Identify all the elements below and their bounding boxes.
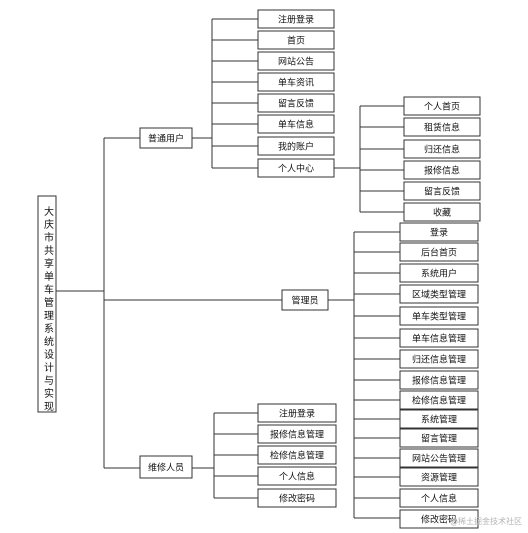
watermark: @稀土掘金技术社区 (450, 516, 522, 526)
admin-item: 系统用户 (354, 263, 479, 283)
regular-user-item-personal-center: 个人中心 (212, 158, 335, 178)
regular-user-item: 单车信息 (212, 114, 335, 134)
maintenance-item: 个人信息 (214, 466, 337, 486)
group-maintenance-staff: 维修人员 注册登录 报修信息管理 检修信息管理 个人信息 修改密码 (139, 403, 337, 508)
admin-item-label: 区域类型管理 (412, 289, 466, 301)
regular-user-item: 我的账户 (212, 136, 335, 156)
admin-item: 系统管理 (354, 409, 479, 429)
admin-item: 归还信息管理 (354, 349, 479, 369)
regular-user-item-label: 单车资讯 (278, 77, 314, 89)
regular-user-item-label: 网站公告 (278, 56, 314, 68)
personal-center-item: 归还信息 (360, 139, 481, 159)
personal-center-item: 留言反馈 (360, 181, 481, 201)
admin-item: 留言管理 (354, 428, 479, 448)
regular-user-item: 注册登录 (212, 9, 335, 29)
regular-user-item: 留言反馈 (212, 93, 335, 113)
regular-user-item-label: 首页 (287, 35, 305, 47)
personal-center-item: 个人首页 (360, 96, 481, 116)
admin-item: 登录 (354, 222, 479, 242)
admin-item-label: 系统管理 (421, 414, 457, 426)
admin-item: 区域类型管理 (354, 284, 479, 304)
maintenance-item: 注册登录 (214, 403, 337, 423)
personal-center-item-label: 归还信息 (424, 144, 460, 156)
group-admin: 管理员 登录 后台首页 系统用户 区域类型管理 单车类型管理 (281, 222, 479, 529)
regular-user-item: 网站公告 (212, 51, 335, 71)
admin-item: 单车信息管理 (354, 328, 479, 348)
admin-item-label: 修改密码 (421, 514, 457, 526)
root-node: 大庆市共享单车管理系统设计与实现 (37, 195, 57, 414)
admin-item-label: 资源管理 (421, 472, 457, 484)
root-connectors (56, 137, 282, 469)
maintenance-item-label: 个人信息 (279, 471, 315, 483)
group-maintenance-staff-label: 维修人员 (148, 462, 184, 474)
admin-item-label: 个人信息 (421, 493, 457, 505)
admin-item-label: 后台首页 (421, 247, 457, 259)
maintenance-item-label: 修改密码 (279, 493, 315, 505)
admin-item-label: 单车类型管理 (412, 311, 466, 323)
admin-item-label: 登录 (430, 228, 448, 239)
admin-item: 后台首页 (354, 242, 479, 262)
regular-user-item-label: 单车信息 (278, 119, 314, 131)
personal-center-item-label: 留言反馈 (424, 186, 460, 198)
admin-item: 单车类型管理 (354, 306, 479, 326)
personal-center-item: 收藏 (360, 202, 481, 222)
personal-center-item-label: 收藏 (433, 207, 451, 219)
admin-item-label: 单车信息管理 (412, 333, 466, 345)
admin-item: 个人信息 (354, 488, 479, 508)
admin-item: 检修信息管理 (354, 390, 479, 410)
admin-item-label: 归还信息管理 (412, 354, 466, 366)
group-regular-user-label: 普通用户 (148, 133, 184, 145)
regular-user-item: 首页 (212, 30, 335, 50)
root-node-label: 大庆市共享单车管理系统设计与实现 (42, 205, 54, 414)
maintenance-item: 报修信息管理 (214, 424, 337, 444)
personal-center-item: 报修信息 (360, 160, 481, 180)
admin-item-label: 检修信息管理 (412, 395, 466, 407)
personal-center-item-label: 报修信息 (424, 165, 460, 177)
admin-item: 修改密码 (354, 509, 479, 529)
maintenance-item-label: 注册登录 (279, 408, 315, 420)
maintenance-item-label: 报修信息管理 (270, 429, 324, 441)
group-regular-user: 普通用户 注册登录 首页 网站公告 单车资讯 留言反馈 (139, 9, 481, 222)
admin-item-label: 系统用户 (421, 268, 457, 280)
admin-item: 报修信息管理 (354, 370, 479, 390)
personal-center-item: 租赁信息 (360, 117, 481, 137)
regular-user-item-label: 留言反馈 (278, 98, 314, 110)
personal-center-item-label: 个人首页 (424, 101, 460, 113)
admin-item: 网站公告管理 (354, 448, 479, 468)
regular-user-item-label: 个人中心 (278, 163, 314, 175)
maintenance-item: 检修信息管理 (214, 445, 337, 465)
personal-center-item-label: 租赁信息 (424, 122, 460, 134)
admin-item-label: 留言管理 (421, 433, 457, 445)
regular-user-item: 单车资讯 (212, 72, 335, 92)
regular-user-item-label: 注册登录 (278, 14, 314, 26)
admin-item-label: 网站公告管理 (412, 453, 466, 465)
admin-item: 资源管理 (354, 467, 479, 487)
maintenance-item: 修改密码 (214, 488, 337, 508)
group-admin-label: 管理员 (291, 295, 318, 307)
regular-user-item-label: 我的账户 (278, 141, 314, 153)
admin-item-label: 报修信息管理 (412, 375, 466, 387)
maintenance-item-label: 检修信息管理 (270, 450, 324, 462)
